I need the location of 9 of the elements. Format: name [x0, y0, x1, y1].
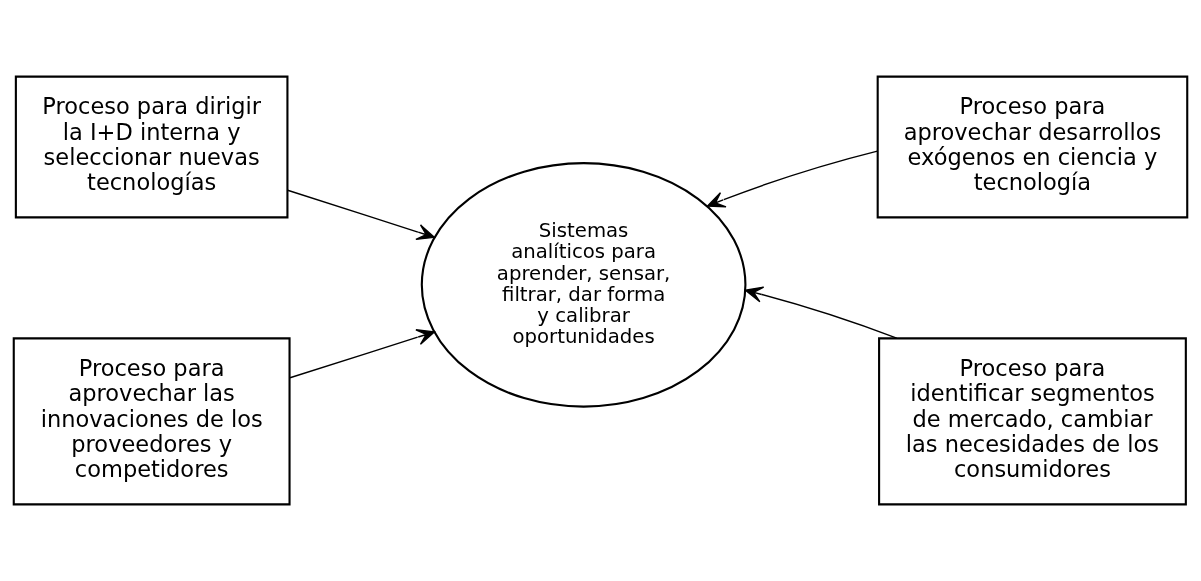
arrow — [744, 286, 898, 339]
arrow — [289, 329, 435, 379]
node-box: Proceso para aprovechar desarrollos exógenos en ciencia y tecnología — [876, 75, 1189, 219]
node-box: Proceso para identificar segmentos de mercado, cambiar las necesidades de los consumidores — [878, 337, 1187, 506]
arrow — [706, 150, 879, 208]
node-box: Proceso para aprovechar las innovaciones de los proveedores y competidores — [12, 337, 291, 506]
node-ellipse: Sistemas analíticos para aprender, sensar, filtrar, dar forma y calibrar oportunidades — [420, 162, 747, 408]
node-box: Proceso para dirigir la I+D interna y seleccionar nuevas tecnologías — [14, 75, 289, 219]
arrow — [286, 189, 435, 241]
